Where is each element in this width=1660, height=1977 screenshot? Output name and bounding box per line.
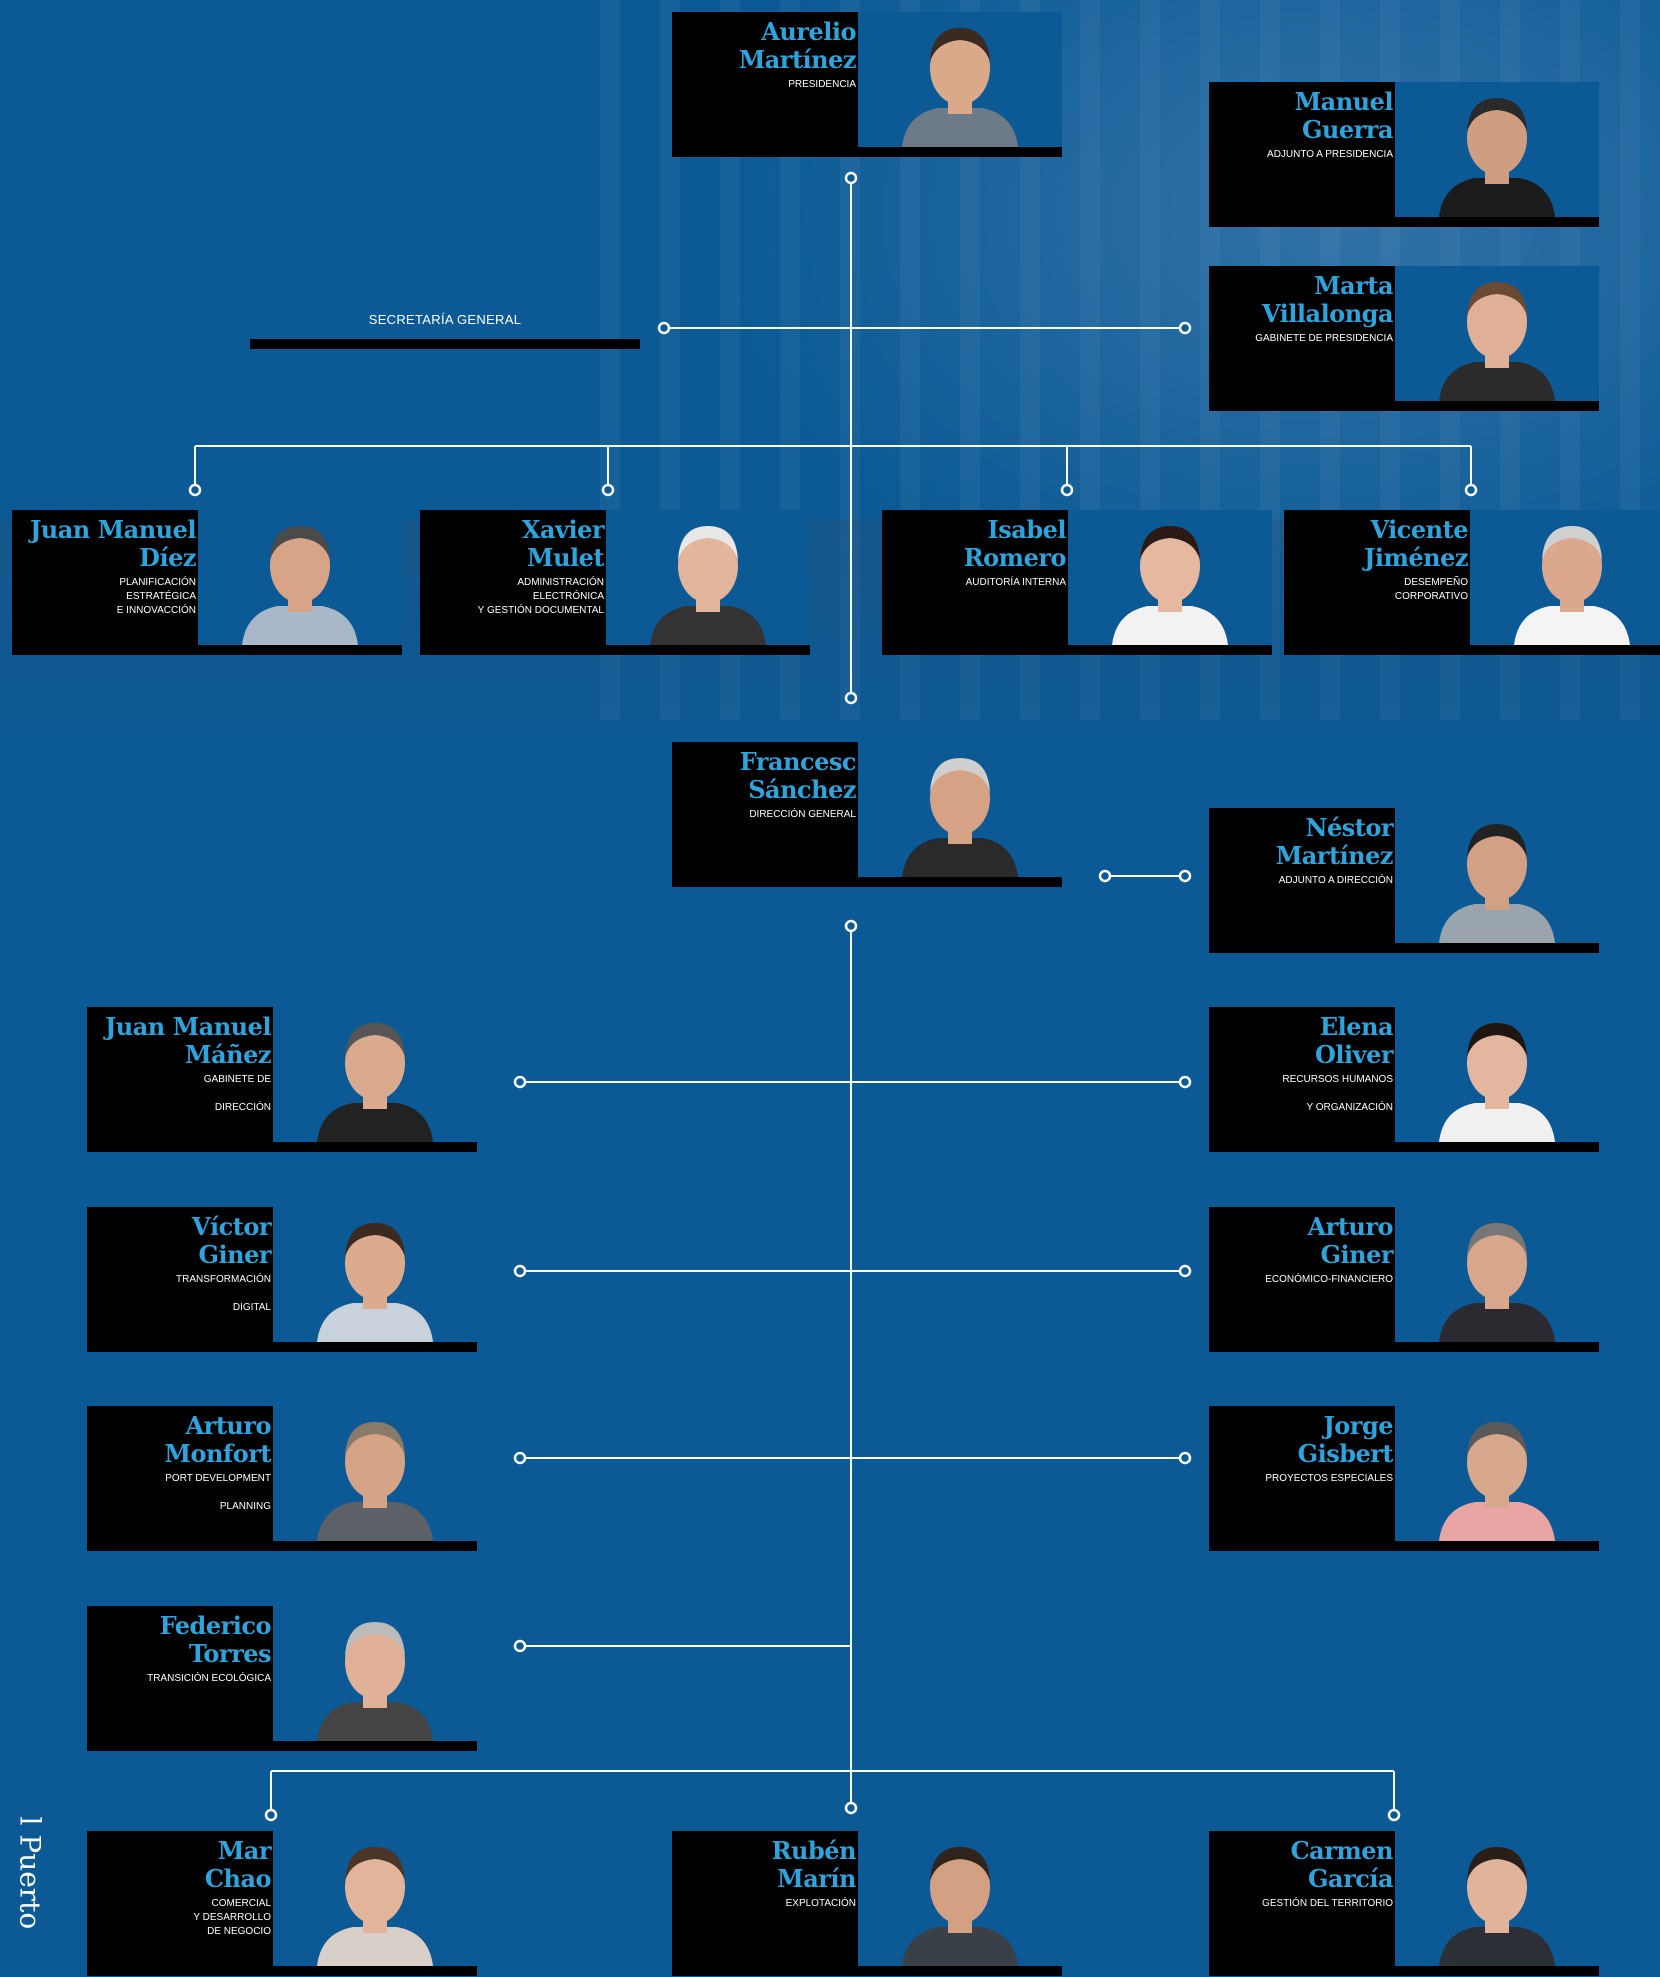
card-bottom-bar xyxy=(273,1142,477,1152)
card-bottom-bar xyxy=(858,877,1062,887)
card-bottom-bar xyxy=(1395,401,1599,411)
person-role: ADJUNTO A PRESIDENCIA xyxy=(1267,149,1393,160)
person-name: Mar Chao xyxy=(204,1836,272,1893)
person-photo xyxy=(858,742,1062,877)
person-name: Manuel Guerra xyxy=(1294,87,1394,144)
person-role: COMERCIAL Y DESARROLLO DE NEGOCIO xyxy=(193,1898,271,1937)
person-photo xyxy=(1395,1007,1599,1142)
person-photo xyxy=(1395,1406,1599,1541)
person-role: DESEMPEÑO CORPORATIVO xyxy=(1394,577,1468,602)
person-photo xyxy=(1395,266,1599,401)
person-name: Rubén Marín xyxy=(771,1836,857,1893)
person-photo xyxy=(1395,808,1599,943)
person-photo xyxy=(273,1207,477,1342)
card-bottom-bar xyxy=(273,1342,477,1352)
person-photo xyxy=(1395,82,1599,217)
card-bottom-bar xyxy=(198,645,402,655)
person-name: Carmen García xyxy=(1290,1836,1394,1893)
person-photo xyxy=(198,510,402,645)
card-bottom-bar xyxy=(1395,1966,1599,1976)
person-photo xyxy=(273,1007,477,1142)
person-name: Elena Oliver xyxy=(1315,1012,1394,1069)
card-bottom-bar xyxy=(273,1966,477,1976)
person-name: Francesc Sánchez xyxy=(739,747,857,804)
card-bottom-bar xyxy=(606,645,810,655)
person-photo xyxy=(1395,1831,1599,1966)
person-role: PORT DEVELOPMENT PLANNING xyxy=(165,1473,271,1512)
person-name: Xavier Mulet xyxy=(521,515,605,572)
person-role: DIRECCIÓN GENERAL xyxy=(749,809,856,820)
person-name: Néstor Martínez xyxy=(1275,813,1394,870)
card-bottom-bar xyxy=(1395,1541,1599,1551)
person-role: PRESIDENCIA xyxy=(788,79,856,90)
person-role: PLANIFICACIÓN ESTRATÉGICA E INNOVACCIÓN xyxy=(116,577,196,616)
person-role: TRANSICIÓN ECOLÓGICA xyxy=(147,1673,271,1684)
person-role: ADJUNTO A DIRECCIÓN xyxy=(1278,875,1393,886)
card-bottom-bar xyxy=(273,1541,477,1551)
person-name: Juan Manuel Díez xyxy=(29,515,197,572)
person-name: Arturo Monfort xyxy=(164,1411,271,1468)
side-caption: l Puerto xyxy=(13,1816,47,1930)
person-photo xyxy=(273,1406,477,1541)
person-role: RECURSOS HUMANOS Y ORGANIZACIÓN xyxy=(1282,1074,1393,1113)
person-name: Aurelio Martínez xyxy=(738,17,857,74)
person-photo xyxy=(858,1831,1062,1966)
person-name: Isabel Romero xyxy=(963,515,1067,572)
card-bottom-bar xyxy=(858,147,1062,157)
person-role: ADMINISTRACIÓN ELECTRÓNICA Y GESTIÓN DOC… xyxy=(477,577,604,616)
card-bottom-bar xyxy=(1395,1142,1599,1152)
person-name: Víctor Giner xyxy=(191,1212,272,1269)
person-photo xyxy=(1068,510,1272,645)
person-name: Juan Manuel Máñez xyxy=(104,1012,272,1069)
card-bottom-bar xyxy=(273,1741,477,1751)
person-role: GESTIÓN DEL TERRITORIO xyxy=(1262,1898,1393,1909)
person-role: GABINETE DE DIRECCIÓN xyxy=(203,1074,271,1113)
person-photo xyxy=(273,1606,477,1741)
person-name: Marta Villalonga xyxy=(1261,271,1394,328)
person-role: ECONÓMICO-FINANCIERO xyxy=(1265,1274,1393,1285)
person-role: PROYECTOS ESPECIALES xyxy=(1265,1473,1393,1484)
person-role: AUDITORÍA INTERNA xyxy=(965,577,1066,588)
secretaria-general-label: SECRETARÍA GENERAL xyxy=(368,312,522,327)
person-name: Vicente Jiménez xyxy=(1364,515,1468,572)
person-role: EXPLOTACIÓN xyxy=(785,1898,856,1909)
person-role: GABINETE DE PRESIDENCIA xyxy=(1255,333,1393,344)
person-name: Jorge Gisbert xyxy=(1297,1411,1394,1468)
person-photo xyxy=(858,12,1062,147)
card-bottom-bar xyxy=(1395,217,1599,227)
card-bottom-bar xyxy=(1068,645,1272,655)
person-photo xyxy=(273,1831,477,1966)
person-photo xyxy=(606,510,810,645)
person-name: Federico Torres xyxy=(159,1611,272,1668)
person-photo xyxy=(1395,1207,1599,1342)
secretaria-general-bar xyxy=(250,339,640,349)
card-bottom-bar xyxy=(1395,1342,1599,1352)
card-bottom-bar xyxy=(1470,645,1660,655)
card-bottom-bar xyxy=(1395,943,1599,953)
person-photo xyxy=(1470,510,1660,645)
person-role: TRANSFORMACIÓN DIGITAL xyxy=(176,1274,271,1313)
person-name: Arturo Giner xyxy=(1307,1212,1394,1269)
card-bottom-bar xyxy=(858,1966,1062,1976)
